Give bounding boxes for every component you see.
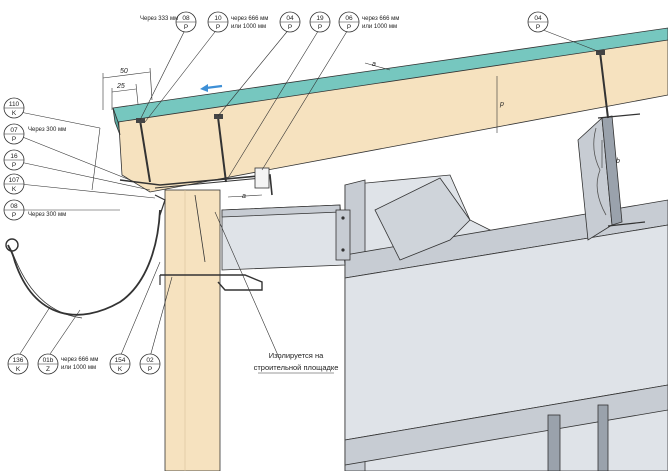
z-purlin [577, 113, 646, 241]
eave-metal [119, 167, 273, 196]
note-01b-1: через 666 мм [61, 357, 98, 363]
dim-p: p [499, 101, 504, 108]
steel-column-base [547, 414, 561, 471]
wood-post [164, 189, 221, 471]
svg-text:04: 04 [534, 15, 542, 22]
note-01b-2: или 1000 мм [61, 365, 96, 371]
dim-25: 25 [116, 83, 125, 90]
callout-154: 154 K [109, 353, 131, 375]
svg-text:107: 107 [9, 177, 20, 184]
fasteners [136, 50, 609, 263]
svg-text:16: 16 [10, 153, 18, 160]
svg-text:P: P [12, 136, 16, 143]
callout-10: 10 P через 666 мм или 1000 мм [207, 11, 268, 33]
gutter [5, 194, 166, 319]
callout-02: 02 P [139, 353, 161, 375]
svg-text:P: P [536, 24, 540, 31]
callout-08b: 08 P Через 300 мм [3, 199, 66, 221]
note-06-1: через 666 мм [362, 16, 399, 22]
steel-beam-flange [344, 384, 668, 466]
lower-bracket [159, 274, 263, 291]
dim-b: b [616, 158, 620, 165]
note-10-2: или 1000 мм [231, 24, 266, 30]
svg-text:K: K [12, 110, 17, 117]
callout-107: 107 K [3, 173, 25, 195]
steel-brace [374, 177, 471, 261]
callout-04a: 04 P [279, 11, 301, 33]
callout-08a: 08 P Через 333 мм [140, 11, 197, 33]
steel-column-base-2 [597, 404, 609, 471]
callout-16: 16 P [3, 149, 25, 171]
callout-06: 06 P через 666 мм или 1000 мм [338, 11, 399, 33]
svg-text:19: 19 [316, 15, 324, 22]
svg-text:110: 110 [9, 101, 20, 108]
svg-text:P: P [12, 162, 16, 169]
callout-07: 07 P Через 300 мм [3, 123, 66, 145]
svg-text:P: P [12, 212, 16, 219]
svg-text:08: 08 [182, 15, 190, 22]
svg-text:P: P [318, 24, 322, 31]
steel-beam-web [344, 224, 668, 441]
svg-text:10: 10 [214, 15, 222, 22]
dim-50: 50 [120, 68, 128, 75]
note-08a: Через 333 мм [140, 16, 178, 22]
svg-text:P: P [288, 24, 292, 31]
steel-stub-beam [221, 204, 351, 271]
callout-110: 110 K [3, 97, 25, 119]
callout-01b: 01b Z через 666 мм или 1000 мм [37, 353, 98, 375]
svg-text:K: K [12, 186, 17, 193]
site-note-line2: строительной площадке [254, 363, 339, 372]
note-06-2: или 1000 мм [362, 24, 397, 30]
dimension-lines [102, 62, 603, 198]
svg-text:K: K [118, 366, 123, 373]
note-08b: Через 300 мм [28, 212, 66, 218]
roof-board [112, 27, 668, 136]
svg-text:07: 07 [10, 127, 18, 134]
site-note: Изолируется на строительной площадке [254, 351, 339, 374]
svg-text:02: 02 [146, 357, 154, 364]
note-07: Через 300 мм [28, 127, 66, 133]
dim-a-bottom: a [242, 193, 246, 200]
svg-text:136: 136 [13, 357, 24, 364]
svg-text:K: K [16, 366, 21, 373]
svg-text:Z: Z [46, 366, 50, 373]
callout-19: 19 P [309, 11, 331, 33]
callout-04b: 04 P [527, 11, 549, 33]
dim-a-top: a [372, 61, 376, 68]
svg-text:06: 06 [345, 15, 353, 22]
site-note-line1: Изолируется на [269, 351, 324, 360]
svg-text:P: P [184, 24, 188, 31]
svg-text:P: P [148, 366, 152, 373]
svg-text:08: 08 [10, 203, 18, 210]
svg-text:04: 04 [286, 15, 294, 22]
callout-136: 136 K [7, 353, 29, 375]
svg-text:P: P [216, 24, 220, 31]
svg-text:154: 154 [115, 357, 126, 364]
svg-text:01b: 01b [43, 357, 54, 364]
direction-arrow [200, 84, 223, 92]
callout-leaders [17, 27, 601, 361]
note-10-1: через 666 мм [231, 16, 268, 22]
svg-text:P: P [347, 24, 351, 31]
